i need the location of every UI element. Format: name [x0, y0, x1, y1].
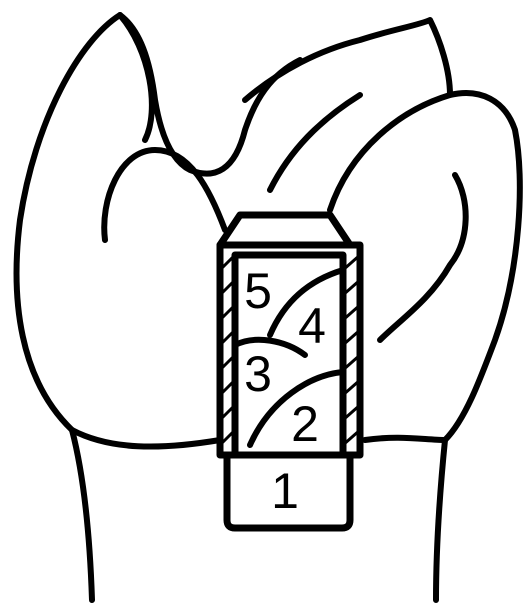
left-cusp-inner-ridge — [120, 15, 152, 140]
zone-label-3: 3 — [244, 346, 272, 402]
crown-base-left — [72, 430, 220, 447]
preparation-top — [220, 215, 350, 245]
left-inner-ridge — [104, 150, 225, 240]
zone-label-1: 1 — [271, 463, 299, 519]
zone-label-5: 5 — [244, 263, 272, 319]
root-right — [436, 440, 445, 600]
middle-cusp-outline — [245, 20, 450, 100]
zone-label-2: 2 — [291, 396, 319, 452]
crown-base-right — [365, 438, 445, 440]
right-cusp-inner-ridge — [380, 175, 466, 340]
preparation-outer-box — [220, 245, 360, 455]
root-left — [72, 430, 92, 600]
zone-label-4: 4 — [298, 298, 326, 354]
